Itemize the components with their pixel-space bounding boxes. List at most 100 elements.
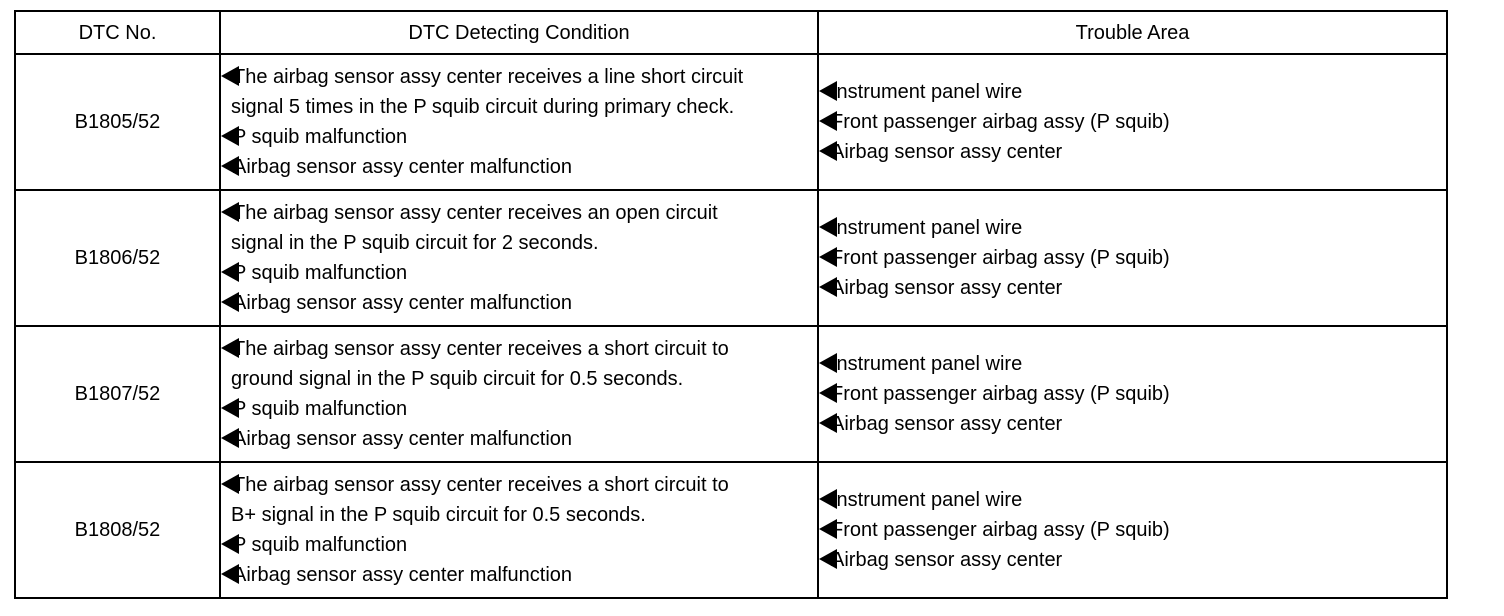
condition-text: The airbag sensor assy center receives a… [233,202,718,224]
bullet-arrow-icon [819,247,837,267]
trouble-area-text: Front passenger airbag assy (P squib) [831,383,1170,405]
bullet-arrow-icon [819,81,837,101]
condition-line: B+ signal in the P squib circuit for 0.5… [221,500,817,530]
condition-line: signal in the P squib circuit for 2 seco… [221,228,817,258]
header-dtc-no: DTC No. [14,10,221,55]
condition-line: Airbag sensor assy center malfunction [221,288,817,318]
bullet-arrow-icon [819,549,837,569]
condition-text: signal in the P squib circuit for 2 seco… [231,232,599,254]
trouble-area-text: Airbag sensor assy center [831,413,1063,435]
condition-line: The airbag sensor assy center receives a… [221,198,817,228]
condition-text: Airbag sensor assy center malfunction [233,156,573,178]
trouble-area-line: Instrument panel wire [819,485,1446,515]
dtc-table: DTC No. DTC Detecting Condition Trouble … [14,10,1448,599]
trouble-area-line: Front passenger airbag assy (P squib) [819,107,1446,137]
condition-line: P squib malfunction [221,258,817,288]
condition-line: Airbag sensor assy center malfunction [221,560,817,590]
trouble-area-line: Front passenger airbag assy (P squib) [819,379,1446,409]
bullet-arrow-icon [819,383,837,403]
condition-text: The airbag sensor assy center receives a… [233,338,729,360]
trouble-area-text: Front passenger airbag assy (P squib) [831,519,1170,541]
condition-text: Airbag sensor assy center malfunction [233,564,573,586]
detecting-condition-cell: The airbag sensor assy center receives a… [219,189,819,327]
condition-text: signal 5 times in the P squib circuit du… [231,96,735,118]
bullet-arrow-icon [221,474,239,494]
trouble-area-text: Airbag sensor assy center [831,141,1063,163]
trouble-area-text: Instrument panel wire [831,489,1023,511]
trouble-area-text: Airbag sensor assy center [831,549,1063,571]
bullet-arrow-icon [221,534,239,554]
dtc-code-cell: B1807/52 [14,325,221,463]
bullet-arrow-icon [819,413,837,433]
header-row: DTC No. DTC Detecting Condition Trouble … [14,10,1448,55]
condition-line: The airbag sensor assy center receives a… [221,334,817,364]
condition-text: P squib malfunction [233,262,408,284]
trouble-area-line: Airbag sensor assy center [819,409,1446,439]
bullet-arrow-icon [819,277,837,297]
condition-line: ground signal in the P squib circuit for… [221,364,817,394]
bullet-arrow-icon [221,338,239,358]
trouble-area-text: Instrument panel wire [831,353,1023,375]
dtc-code-cell: B1808/52 [14,461,221,599]
trouble-area-line: Front passenger airbag assy (P squib) [819,515,1446,545]
condition-text: The airbag sensor assy center receives a… [233,474,729,496]
condition-line: Airbag sensor assy center malfunction [221,152,817,182]
condition-text: The airbag sensor assy center receives a… [233,66,744,88]
condition-line: The airbag sensor assy center receives a… [221,62,817,92]
condition-text: Airbag sensor assy center malfunction [233,428,573,450]
bullet-arrow-icon [221,156,239,176]
bullet-arrow-icon [819,489,837,509]
trouble-area-line: Instrument panel wire [819,349,1446,379]
bullet-arrow-icon [221,398,239,418]
condition-line: signal 5 times in the P squib circuit du… [221,92,817,122]
bullet-arrow-icon [221,564,239,584]
bullet-arrow-icon [819,217,837,237]
condition-text: Airbag sensor assy center malfunction [233,292,573,314]
trouble-area-text: Airbag sensor assy center [831,277,1063,299]
condition-text: P squib malfunction [233,534,408,556]
bullet-arrow-icon [221,66,239,86]
bullet-arrow-icon [819,141,837,161]
trouble-area-text: Front passenger airbag assy (P squib) [831,247,1170,269]
condition-text: P squib malfunction [233,126,408,148]
bullet-arrow-icon [819,111,837,131]
trouble-area-text: Front passenger airbag assy (P squib) [831,111,1170,133]
detecting-condition-cell: The airbag sensor assy center receives a… [219,53,819,191]
bullet-arrow-icon [221,428,239,448]
bullet-arrow-icon [221,202,239,222]
table-row: B1805/52 The airbag sensor assy center re… [14,53,1448,191]
dtc-code-cell: B1806/52 [14,189,221,327]
table-row: B1806/52 The airbag sensor assy center re… [14,189,1448,327]
condition-line: P squib malfunction [221,394,817,424]
condition-line: P squib malfunction [221,122,817,152]
bullet-arrow-icon [819,353,837,373]
condition-text: B+ signal in the P squib circuit for 0.5… [231,504,646,526]
dtc-code-cell: B1805/52 [14,53,221,191]
condition-text: P squib malfunction [233,398,408,420]
trouble-area-line: Airbag sensor assy center [819,137,1446,167]
trouble-area-text: Instrument panel wire [831,217,1023,239]
trouble-area-line: Airbag sensor assy center [819,545,1446,575]
condition-line: P squib malfunction [221,530,817,560]
bullet-arrow-icon [221,126,239,146]
bullet-arrow-icon [221,262,239,282]
header-trouble-area: Trouble Area [817,10,1448,55]
trouble-area-line: Instrument panel wire [819,213,1446,243]
detecting-condition-cell: The airbag sensor assy center receives a… [219,461,819,599]
condition-text: ground signal in the P squib circuit for… [231,368,684,390]
bullet-arrow-icon [221,292,239,312]
trouble-area-line: Airbag sensor assy center [819,273,1446,303]
table-row: B1808/52 The airbag sensor assy center re… [14,461,1448,599]
header-detecting-condition: DTC Detecting Condition [219,10,819,55]
detecting-condition-cell: The airbag sensor assy center receives a… [219,325,819,463]
trouble-area-line: Front passenger airbag assy (P squib) [819,243,1446,273]
trouble-area-text: Instrument panel wire [831,81,1023,103]
table-row: B1807/52 The airbag sensor assy center re… [14,325,1448,463]
condition-line: Airbag sensor assy center malfunction [221,424,817,454]
trouble-area-line: Instrument panel wire [819,77,1446,107]
